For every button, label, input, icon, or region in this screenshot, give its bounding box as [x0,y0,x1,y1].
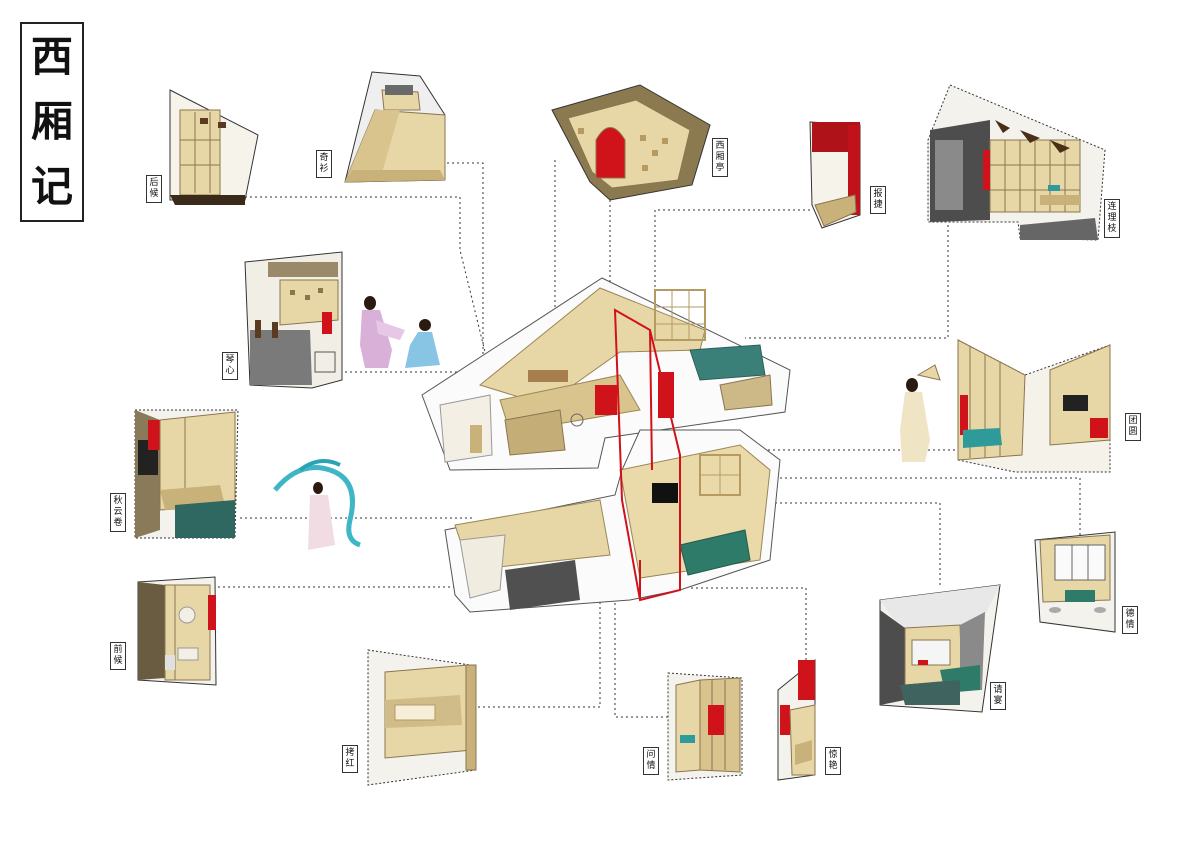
lower-tv [652,483,678,503]
label-xixiangting: 西厢亭 [712,138,728,177]
title-char-1: 西 [30,31,73,81]
vignette-qianhou [137,576,217,686]
upper-teal-sofa [689,344,766,381]
lower-teal-sofa [679,529,751,576]
label-baojie: 报捷 [870,186,886,214]
label-lianlizhi: 连理枝 [1104,199,1120,238]
vignette-qiuyunjuan [134,409,239,539]
lower-floor-axonometric [444,308,781,613]
upper-staircase [504,409,566,456]
vignette-kaohong [367,649,477,786]
label-tuanyuan: 团圆 [1125,413,1141,441]
label-deqing: 德情 [1122,606,1138,634]
vignette-jingyan [777,658,816,781]
title-char-2: 厢 [30,96,73,146]
opera-figure-fan [900,364,941,462]
vignette-qinxin [244,251,343,389]
label-qinxin: 琴心 [222,352,238,380]
label-jingyan: 惊艳 [825,747,841,775]
leader-lines [218,160,1081,718]
upper-red-strip [595,385,617,415]
label-qingyan: 请宴 [990,682,1006,710]
upper-bath [439,394,493,463]
label-qiuyunjuan: 秋云卷 [110,493,126,532]
upper-grid-shelf [654,289,706,341]
vignette-qingyan [879,584,1001,713]
opera-figures-pair [360,296,440,368]
title-char-3: 记 [30,162,73,212]
lower-dark-rug [505,560,580,610]
label-qiyan: 奇衫 [316,150,332,178]
upper-floor-axonometric [421,277,791,471]
vignette-wenqing [667,672,743,781]
vignette-houhou [169,89,259,205]
vignette-deqing [1034,531,1116,633]
vignette-baojie [809,121,861,229]
vignette-lianlizhi [927,84,1106,241]
label-wenqing: 问情 [643,747,659,775]
label-qianhou: 前候 [110,642,126,670]
vignette-tuanyuan [957,339,1111,473]
upper-guitar-rack [528,370,568,382]
vignette-xixiangting [551,84,711,201]
upper-desk [719,374,773,411]
label-houhou: 后候 [146,175,162,203]
opera-figure-ribbon [273,459,361,550]
upper-window-circle [570,413,584,427]
lower-bath [459,534,506,599]
upper-bath-door [470,425,482,453]
label-kaohong: 拷红 [342,745,358,773]
title-box: 西 厢 记 [20,22,84,222]
vignette-qiyan [344,71,446,183]
